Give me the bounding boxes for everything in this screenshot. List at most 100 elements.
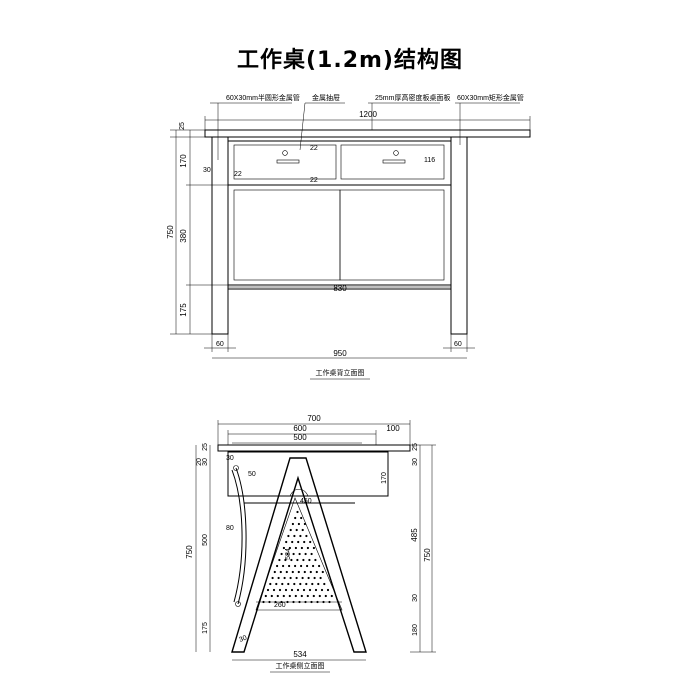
perforation-hole <box>312 546 315 550</box>
perforation-hole <box>324 594 327 598</box>
perforation-hole <box>314 588 318 592</box>
side-elevation <box>217 444 411 653</box>
side-a-frame <box>231 457 367 653</box>
perforation-hole <box>269 582 272 586</box>
perforation-hole <box>309 570 312 574</box>
dim-handle-584: 584 <box>285 548 292 560</box>
perforation-hole <box>296 588 300 592</box>
perforation-hole <box>308 588 312 592</box>
perforation-hole <box>326 588 330 592</box>
drawer-lock-icon <box>282 150 288 156</box>
perforation-hole <box>319 576 322 580</box>
dim-side-500: 500 <box>202 534 209 546</box>
perforation-hole <box>283 576 286 580</box>
side-caption: 工作桌侧立面图 <box>276 661 325 670</box>
perforation-hole <box>285 540 288 544</box>
perforation-hole <box>295 528 298 532</box>
front-panel-left <box>233 189 341 281</box>
perforation-hole <box>294 546 297 550</box>
perforation-hole <box>308 558 311 562</box>
front-elevation <box>204 129 531 335</box>
perforation-hole <box>276 594 279 598</box>
dim-175: 175 <box>179 303 188 317</box>
perforation-hole <box>264 594 267 598</box>
dim-1200: 1200 <box>359 110 377 119</box>
perforation-hole <box>305 534 308 538</box>
dim-500: 500 <box>293 433 307 442</box>
perforation-hole <box>291 570 294 574</box>
front-drawer-right <box>340 144 445 180</box>
perforation-hole <box>300 516 303 520</box>
side-perforated-panel <box>255 497 343 611</box>
perforation-hole <box>284 558 287 562</box>
perforation-hole <box>288 564 291 568</box>
perforation-hole <box>291 540 294 544</box>
perforation-hole <box>297 540 300 544</box>
perforation-hole <box>307 576 310 580</box>
side-tabletop <box>217 444 411 452</box>
perforation-hole <box>266 588 270 592</box>
dim-25: 25 <box>179 122 186 130</box>
dim-600: 600 <box>293 424 307 433</box>
perforation-hole <box>290 558 293 562</box>
front-drawer-left <box>233 144 337 180</box>
dim-534: 534 <box>293 650 307 659</box>
perforation-hole <box>296 558 299 562</box>
perforation-hole <box>276 564 279 568</box>
perforation-hole <box>317 582 320 586</box>
callout-drawer: 金属抽屉 <box>312 93 340 102</box>
perforation-hole <box>300 594 303 598</box>
perforation-hole <box>311 582 314 586</box>
drawer-handle <box>276 159 300 164</box>
dim-116: 116 <box>424 157 435 164</box>
perforation-hole <box>287 534 290 538</box>
perforation-hole <box>301 528 304 532</box>
perforation-hole <box>294 594 297 598</box>
perforation-hole <box>301 576 304 580</box>
dim-380: 380 <box>179 229 188 243</box>
dim-right-485: 485 <box>410 528 419 542</box>
dim-side-25: 25 <box>202 443 209 451</box>
perforation-hole <box>315 570 318 574</box>
front-tabletop <box>204 129 531 138</box>
dim-side-80: 80 <box>226 525 234 532</box>
perforation-hole <box>306 564 309 568</box>
dim-830: 830 <box>333 284 347 293</box>
perforation-hole <box>312 594 315 598</box>
perforation-hole <box>281 582 284 586</box>
front-right-leg <box>450 136 468 335</box>
dim-side-175: 175 <box>202 622 209 634</box>
perforation-holes <box>262 510 333 604</box>
perforation-hole <box>271 576 274 580</box>
dim-22-left: 22 <box>234 171 242 178</box>
side-dimensions: 700 600 100 500 25 20 30 30 50 80 500 75… <box>185 414 436 673</box>
perforation-hole <box>295 576 298 580</box>
perforation-hole <box>318 594 321 598</box>
dim-22-mid: 22 <box>310 145 318 152</box>
perforation-hole <box>278 588 282 592</box>
perforation-hole <box>323 582 326 586</box>
drawer-lock-icon <box>393 150 399 156</box>
perforation-hole <box>302 558 305 562</box>
perforation-hole <box>313 576 316 580</box>
perforation-hole <box>305 582 308 586</box>
dim-leg-right: 60 <box>454 341 462 348</box>
callout-rect-tube: 60X30mm矩形金属管 <box>457 93 524 102</box>
dim-side-750: 750 <box>185 545 194 559</box>
perforation-hole <box>309 540 312 544</box>
perforation-hole <box>310 552 313 556</box>
front-caption: 工作桌背立面图 <box>316 368 365 377</box>
perforation-hole <box>312 564 315 568</box>
perforation-hole <box>282 594 285 598</box>
perforation-hole <box>275 582 278 586</box>
dim-right-170: 170 <box>381 472 388 484</box>
perforation-hole <box>297 570 300 574</box>
front-dimensions: 1200 60X30mm半圆形金属管 金属抽屉 25mm厚高密度板桌面板 60X… <box>166 93 531 380</box>
perforation-hole <box>300 564 303 568</box>
perforation-hole <box>288 546 291 550</box>
perforation-hole <box>291 522 294 526</box>
perforation-hole <box>299 534 302 538</box>
perforation-hole <box>282 546 285 550</box>
perforation-hole <box>285 570 288 574</box>
dim-170: 170 <box>179 154 188 168</box>
